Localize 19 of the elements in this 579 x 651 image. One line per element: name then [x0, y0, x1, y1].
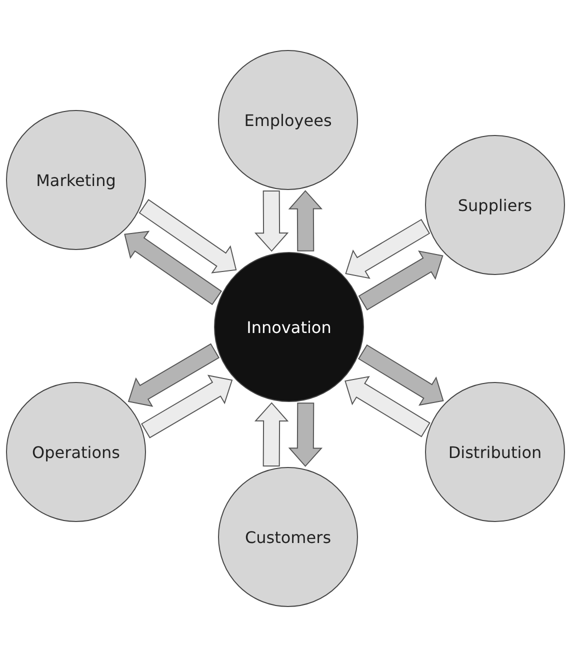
node-label: Operations: [32, 442, 120, 462]
node-label: Customers: [244, 528, 332, 546]
block-arrow: [358, 344, 444, 406]
block-arrow: [358, 250, 444, 310]
block-arrow: [288, 190, 323, 252]
node-label: Distribution: [448, 442, 542, 462]
block-arrow: [288, 402, 323, 467]
node-label: Employees: [244, 110, 332, 130]
block-arrow: [128, 343, 220, 407]
block-arrow: [254, 190, 289, 252]
block-arrow: [124, 230, 222, 306]
node-label: Innovation: [246, 318, 332, 336]
block-arrow: [141, 374, 233, 438]
block-arrow: [254, 402, 289, 467]
node-label: Marketing: [36, 170, 116, 190]
node-label: Suppliers: [458, 196, 532, 214]
block-arrow: [138, 199, 237, 274]
block-arrow: [345, 218, 430, 279]
block-arrow: [344, 376, 430, 438]
